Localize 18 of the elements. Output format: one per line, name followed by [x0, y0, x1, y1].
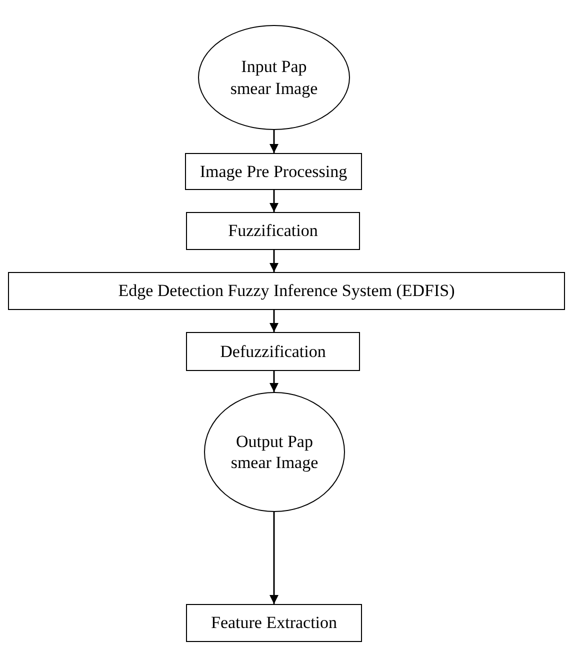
node-text: Feature Extraction [210, 612, 338, 634]
node-text: Image Pre Processing [200, 160, 348, 182]
process-box [186, 332, 360, 371]
process-box [8, 272, 565, 310]
node-text: Edge Detection Fuzzy Inference System (EDFIS) [118, 280, 455, 302]
arrow [270, 371, 278, 392]
process-box [185, 153, 362, 190]
node-text: Defuzzification [220, 340, 326, 362]
node-text: Input Pap smear Image [229, 56, 319, 99]
node-text: Output Pap smear Image [230, 430, 320, 474]
arrow [270, 190, 278, 212]
process-box [186, 604, 362, 642]
arrow [270, 250, 278, 272]
process-box [186, 212, 360, 250]
arrow [270, 310, 278, 332]
node-text: Fuzzification [228, 220, 318, 242]
arrow [270, 512, 278, 604]
arrow [270, 130, 278, 153]
